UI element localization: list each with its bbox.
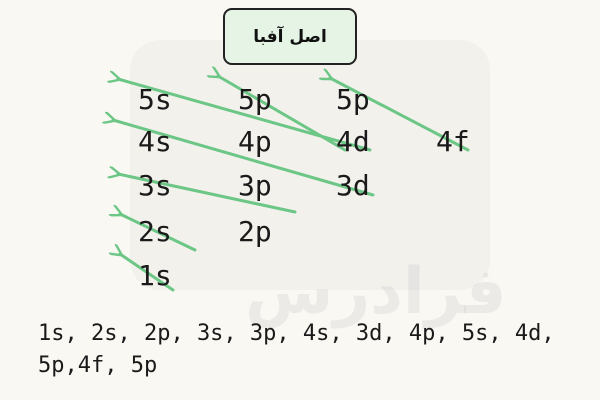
orbital-3p: 3p (238, 169, 272, 202)
orbital-5p: 5p (238, 83, 272, 116)
orbital-3d: 3d (336, 169, 370, 202)
arrow-4f-5p (330, 78, 470, 152)
watermark-grid (130, 40, 490, 290)
page-title: اصل آفبا (253, 26, 327, 47)
aufbau-arrows (113, 76, 470, 292)
arrow-1s (120, 254, 175, 292)
orbital-2p: 2p (238, 215, 272, 248)
orbital-5s: 5s (138, 83, 172, 116)
filling-order-sequence: 1s, 2s, 2p, 3s, 3p, 4s, 3d, 4p, 5s, 4d, … (38, 321, 555, 378)
arrow-2s (120, 214, 197, 252)
orbital-5p-second: 5p (336, 83, 370, 116)
orbital-4p: 4p (238, 125, 272, 158)
orbital-2s: 2s (138, 215, 172, 248)
arrow-2p-3s (118, 174, 297, 214)
orbital-4f: 4f (436, 125, 470, 158)
arrow-3p-4s (113, 120, 375, 197)
arrow-3d-5s (118, 79, 372, 152)
title-box: اصل آفبا (223, 8, 357, 65)
orbital-4s: 4s (138, 125, 172, 158)
orbital-3s: 3s (138, 169, 172, 202)
orbital-1s: 1s (138, 259, 172, 292)
arrow-4d-5p (218, 76, 347, 152)
watermark-text: فرادرس (245, 255, 507, 329)
orbital-4d: 4d (336, 125, 370, 158)
